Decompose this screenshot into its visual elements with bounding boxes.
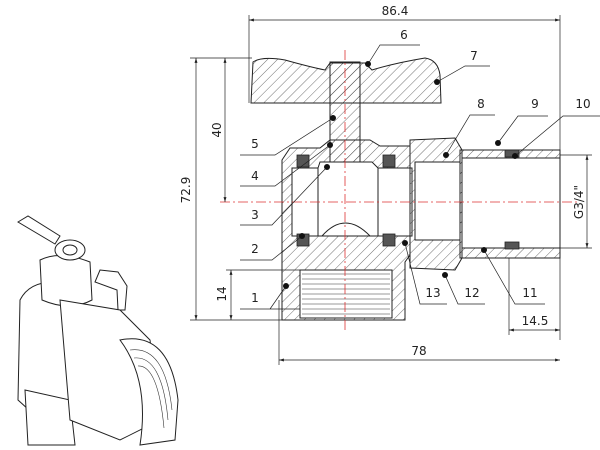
part-label-8: 8 (477, 97, 485, 111)
part-label-9: 9 (531, 97, 539, 111)
part-label-3: 3 (251, 208, 259, 222)
tailpiece-bore (461, 157, 561, 249)
part-label-5: 5 (251, 137, 259, 151)
iso-thread-end (119, 338, 179, 446)
part-label-2: 2 (251, 242, 259, 256)
dim-body-length: 78 (411, 344, 426, 358)
dim-overall-height: 72.9 (179, 177, 193, 204)
seat-seal (382, 154, 396, 168)
dim-thread-height: 14 (215, 286, 229, 301)
part-label-11: 11 (522, 286, 537, 300)
isometric-view (17, 215, 179, 446)
part-label-4: 4 (251, 169, 259, 183)
iso-female-end (24, 389, 76, 446)
seat-seal (382, 233, 396, 247)
dim-thread-size: G3/4" (572, 185, 586, 219)
dim-handle-height: 40 (210, 122, 224, 137)
part-label-10: 10 (575, 97, 590, 111)
part-label-7: 7 (470, 49, 478, 63)
part-label-13: 13 (425, 286, 440, 300)
part-label-1: 1 (251, 291, 259, 305)
part-label-6: 6 (400, 28, 408, 42)
dim-end-thread-length: 14.5 (522, 314, 549, 328)
iso-bonnet (39, 255, 93, 307)
dimension-lines (190, 15, 592, 365)
ball (317, 161, 379, 237)
dim-overall-width: 86.4 (382, 4, 409, 18)
part-label-12: 12 (464, 286, 479, 300)
flat-seal (504, 149, 520, 158)
thread-lines (302, 273, 390, 315)
flat-seal (504, 241, 520, 250)
union-bore (414, 161, 461, 241)
leaders (240, 44, 600, 310)
iso-handle (17, 215, 128, 311)
section-view (220, 50, 580, 330)
